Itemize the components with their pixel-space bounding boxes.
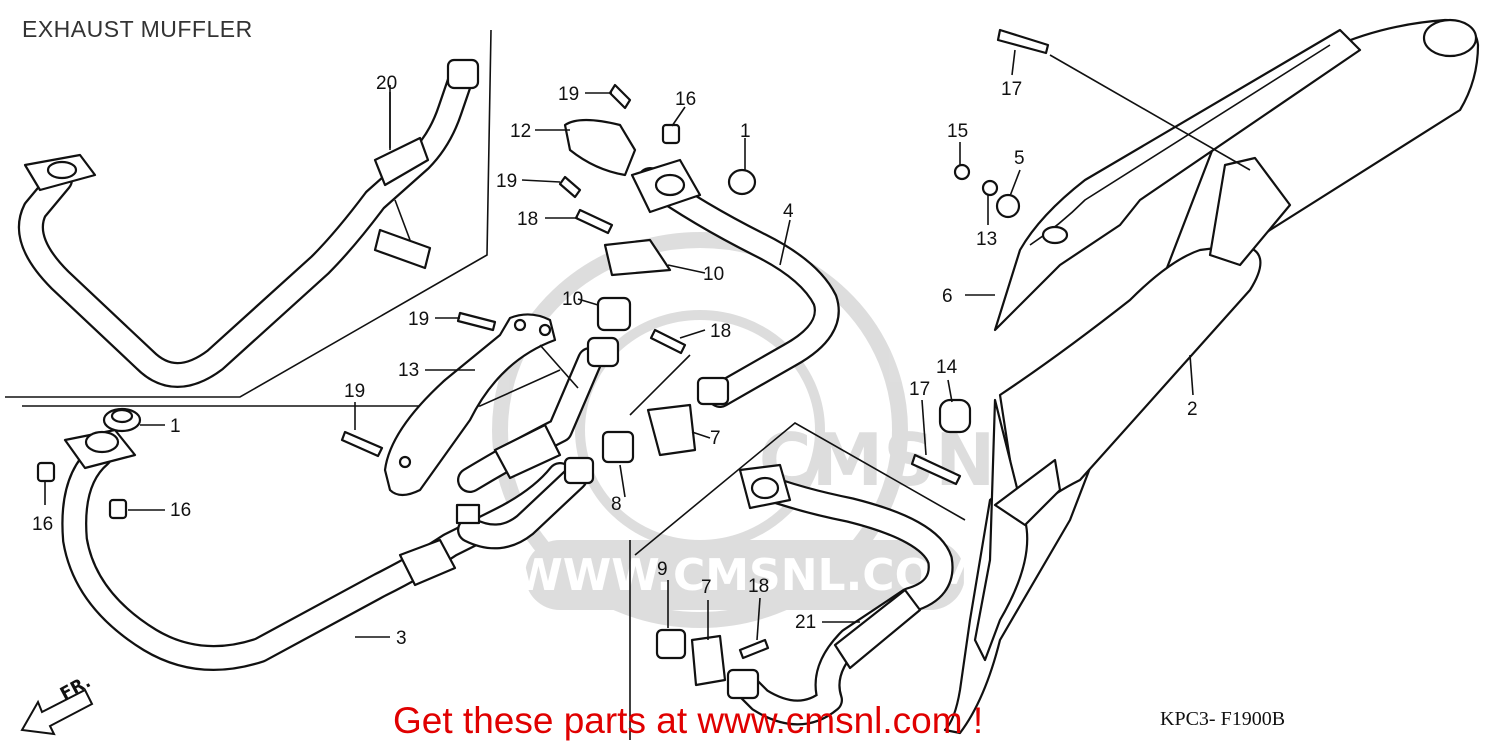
callout-10: 9 [657, 559, 668, 580]
callout-2: 2 [1187, 399, 1198, 420]
exhaust-pipe-4 [630, 158, 840, 408]
callout-20: 20 [376, 73, 397, 94]
protector-12 [563, 118, 637, 177]
callout-16: 16 [170, 500, 191, 521]
callout-16: 16 [32, 514, 53, 535]
exhaust-pipe-20 [17, 58, 480, 388]
callout-3: 3 [396, 628, 407, 649]
exhaust-pipe-3 [61, 336, 620, 671]
callout-17: 17 [909, 379, 930, 400]
callout-7: 7 [710, 428, 721, 449]
callout-18: 18 [517, 209, 538, 230]
nut-5 [995, 193, 1021, 219]
leader-lines [44, 49, 1251, 641]
sleeve-10-lower [655, 628, 687, 660]
callout-18: 18 [710, 321, 731, 342]
callout-10: 8 [611, 494, 622, 515]
callout-18: 18 [748, 576, 769, 597]
callout-12: 12 [510, 121, 531, 142]
callout-15: 15 [947, 121, 968, 142]
connecting-pipe-21 [726, 463, 954, 726]
heat-shield-6 [993, 28, 1362, 332]
callout-9: 10 [562, 289, 583, 310]
clamp-7-upper [646, 403, 697, 457]
section-dividers [5, 29, 966, 740]
clamp-7-lower [690, 634, 727, 687]
muffler-2 [943, 18, 1480, 735]
callout-5: 5 [1014, 148, 1025, 169]
callout-13: 13 [976, 229, 997, 250]
footer-link[interactable]: Get these parts at www.cmsnl.com ! [393, 700, 984, 741]
diagram-code: KPC3- F1900B [1160, 708, 1286, 730]
callout-19: 19 [344, 381, 365, 402]
callout-8: 10 [703, 264, 724, 285]
callout-19: 19 [558, 84, 579, 105]
callout-4: 4 [783, 201, 794, 222]
callouts: 20 19 16 12 1 19 18 4 10 10 19 18 13 19 … [32, 73, 1198, 649]
sleeve-10-upper [601, 430, 635, 464]
callout-6: 6 [942, 286, 953, 307]
bolts [36, 28, 1050, 660]
callout-19: 19 [496, 171, 517, 192]
callout-7: 7 [701, 577, 712, 598]
callout-14: 14 [936, 357, 958, 378]
front-direction-arrow-icon: FR. [20, 672, 94, 736]
small-parts [36, 28, 1050, 687]
callout-1: 1 [740, 121, 751, 142]
diagram-title: EXHAUST MUFFLER [22, 16, 253, 42]
sleeve-9 [596, 296, 632, 332]
clamp-8 [603, 238, 672, 277]
callout-1: 1 [170, 416, 181, 437]
rubber-14 [938, 398, 972, 434]
callout-16: 16 [675, 89, 696, 110]
bolt-15 [953, 163, 971, 181]
callout-21: 21 [795, 612, 816, 633]
collar-13 [981, 179, 999, 197]
callout-11: 13 [398, 360, 419, 381]
callout-19: 19 [408, 309, 429, 330]
callout-17: 17 [1001, 79, 1022, 100]
bracket-11 [383, 313, 579, 497]
